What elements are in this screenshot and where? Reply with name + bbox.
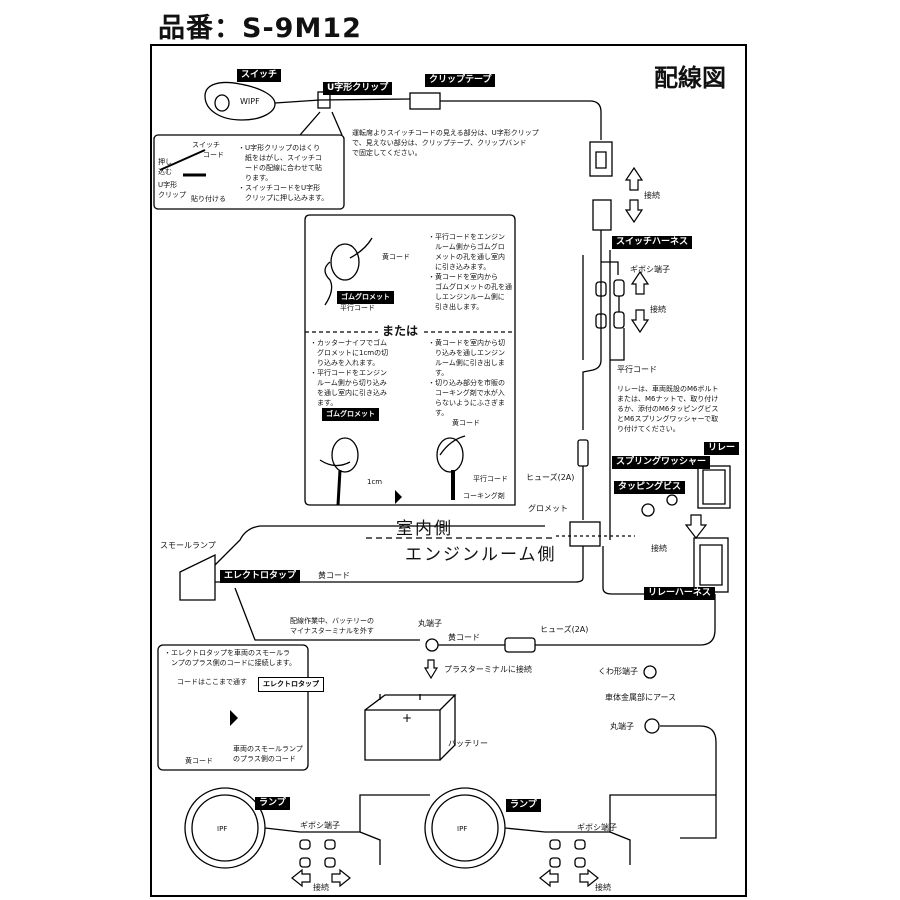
kuwa-terminal	[643, 665, 657, 679]
label-yellow-g2: 黄コード	[452, 419, 480, 427]
switch-connector-top	[589, 141, 613, 177]
label-connect-3: 接続	[651, 544, 667, 553]
clip-tape-note: 運転席よりスイッチコードの見える部分は、U字形クリップ で、見えない部分は、クリ…	[352, 129, 539, 157]
label-parallel-g1: 平行コード	[340, 304, 375, 312]
inset-label-push: 押し 込む	[158, 158, 172, 176]
switch-cord	[274, 98, 411, 104]
yellow-cord-note: ・黄コードを室内から切 り込みを通しエンジン ルーム側に引き出しま す。 ・切り…	[428, 339, 505, 417]
tag-lamp-right: ランプ	[506, 799, 541, 812]
grommet-firewall	[569, 521, 601, 547]
label-gibosi-right: ギボシ端子	[577, 823, 617, 832]
label-cord-through: コードはここまで通す	[177, 678, 247, 686]
u-clip-note: ・U字形クリップのはくり 紙をはがし、スイッチコ ードの配線に合わせて貼 ります…	[238, 144, 329, 202]
tag-relay: リレー	[704, 442, 740, 455]
round-terminal-1	[425, 638, 439, 652]
inset-label-uclip: U字形 クリップ	[158, 181, 186, 199]
label-interior-side: 室内側	[396, 519, 453, 539]
round-terminal-2	[644, 718, 660, 734]
label-yellow-cord-battery: 黄コード	[448, 633, 480, 642]
switch-body	[204, 81, 276, 121]
label-vehicle-cord: 車両のスモールランプ のプラス側のコード	[233, 745, 303, 763]
tag-spring-washer: スプリングワッシャー	[612, 456, 711, 469]
label-connect-1: 接続	[644, 191, 660, 200]
label-parallel-cord: 平行コード	[617, 365, 657, 374]
switch-cord-run	[440, 100, 602, 140]
label-yellow-cord-main: 黄コード	[318, 571, 350, 580]
fuse-top	[577, 439, 589, 467]
label-gibosi-left: ギボシ端子	[300, 821, 340, 830]
switch-button	[214, 94, 230, 112]
label-gibosi-1: ギボシ端子	[630, 265, 670, 274]
tag-relay-harness: リレーハーネス	[644, 587, 715, 600]
label-fuse-top: ヒューズ(2A)	[526, 473, 575, 482]
label-round-terminal-2: 丸端子	[610, 722, 634, 731]
label-battery: バッテリー	[448, 739, 488, 748]
label-connect-right: 接続	[595, 883, 611, 892]
inset-label-switch: スイッチ	[192, 141, 220, 149]
tag-electro-tap: エレクトロタップ	[220, 570, 301, 583]
tag-grommet-2: ゴムグロメット	[322, 408, 379, 421]
battery-note: 配線作業中、バッテリーの マイナスターミナルを外す	[290, 617, 374, 635]
label-yellow-g1: 黄コード	[382, 253, 410, 261]
label-plus-terminal: プラスターミナルに接続	[444, 665, 532, 674]
u-clip-inset	[153, 134, 345, 210]
svg-text:+: +	[402, 711, 412, 725]
clip-tape	[409, 92, 441, 110]
electro-tap-note: ・エレクトロタップを車両のスモールラ ンプのプラス側のコードに接続します。	[164, 649, 296, 667]
label-kuwa-terminal: くわ形端子	[598, 667, 638, 676]
tag-switch: スイッチ	[237, 69, 282, 82]
electro-tap-inset	[157, 644, 309, 771]
inset-label-cord: コード	[203, 151, 224, 159]
lamp-left-brand: IPF	[217, 825, 228, 833]
switch-marking: WIPF	[240, 97, 260, 106]
small-lamp	[179, 553, 216, 601]
relay-body	[697, 465, 731, 509]
tag-grommet-1: ゴムグロメット	[337, 291, 394, 304]
diagram-title: 配線図	[654, 64, 726, 92]
label-small-lamp: スモールランプ	[160, 541, 216, 550]
tag-clip-tape: クリップテープ	[425, 74, 496, 87]
or-divider: または	[378, 322, 423, 339]
label-caulking: コーキング剤	[463, 492, 505, 500]
grommet-note-a: ・平行コードをエンジン ルーム側からゴムグロ メットの孔を通し室内 に引き込みま…	[428, 233, 512, 311]
tag-switch-harness: スイッチハーネス	[612, 236, 693, 249]
relay-note: リレーは、車両既設のM6ボルト または、M6ナットで、取り付け るか、添付のM6…	[617, 385, 719, 433]
tag-tapping-screw: タッピングビス	[614, 481, 686, 494]
label-ground: 車体金属部にアース	[605, 693, 677, 702]
label-grommet: グロメット	[528, 504, 568, 513]
label-parallel-g2: 平行コード	[473, 475, 508, 483]
label-connect-2: 接続	[650, 305, 666, 314]
label-fuse-battery: ヒューズ(2A)	[540, 625, 589, 634]
tag-electro-tap-inset: エレクトロタップ	[258, 677, 324, 692]
tag-lamp-left: ランプ	[255, 797, 290, 810]
label-engine-side: エンジンルーム側	[405, 545, 557, 565]
part-number-title: 品番：S-9M12	[158, 13, 362, 44]
relay-socket	[693, 537, 729, 593]
label-round-terminal-1: 丸端子	[418, 619, 442, 628]
grommet-box	[304, 214, 516, 506]
cutter-note: ・カッターナイフでゴム グロメットに1cmの切 り込みを入れます。 ・平行コード…	[310, 339, 389, 407]
switch-harness-line	[582, 252, 602, 430]
lamp-right-brand: IPF	[457, 825, 468, 833]
label-yellow-electro: 黄コード	[185, 757, 213, 765]
tag-u-clip: U字形クリップ	[323, 82, 393, 95]
label-one-cm: 1cm	[367, 478, 383, 486]
label-connect-left: 接続	[313, 883, 329, 892]
diagram-frame	[150, 44, 747, 897]
inset-label-stick: 貼り付ける	[191, 195, 226, 203]
switch-connector-bottom	[592, 199, 612, 231]
